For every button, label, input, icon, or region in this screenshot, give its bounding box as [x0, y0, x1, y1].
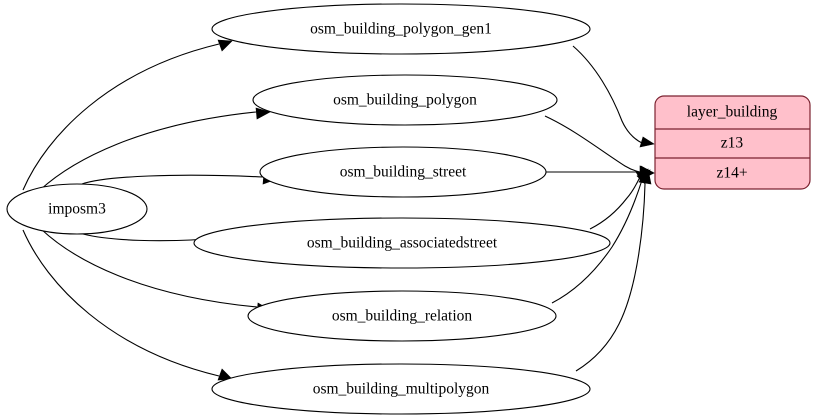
node-layer_building[interactable]: layer_building z13 z14+: [654, 95, 811, 190]
node-osm_building_relation[interactable]: osm_building_relation: [247, 290, 557, 342]
node-osm_building_street[interactable]: osm_building_street: [259, 146, 547, 198]
node-imposm3-label: imposm3: [48, 201, 106, 218]
node-osm_building_polygon-shape: [252, 74, 558, 126]
record-row-z13-label: z13: [721, 135, 744, 152]
node-osm_building_street-label: osm_building_street: [340, 164, 467, 181]
node-osm_building_polygon[interactable]: osm_building_polygon: [252, 74, 558, 126]
node-layer_building-box: [654, 95, 811, 190]
node-osm_building_polygon-label: osm_building_polygon: [333, 92, 477, 109]
node-osm_building_multipolygon-shape: [211, 363, 591, 415]
node-imposm3-shape: [6, 183, 148, 235]
edge-imposm3-to-osm_building_polygon_gen1: [22, 39, 233, 191]
edge-group-tables-to-layer: [544, 45, 655, 372]
edge-osm_building_multipolygon-to-layer_building-z14: [575, 168, 652, 372]
node-osm_building_polygon_gen1-shape: [211, 3, 591, 55]
node-osm_building_polygon_gen1-label: osm_building_polygon_gen1: [310, 21, 492, 38]
node-osm_building_polygon_gen1[interactable]: osm_building_polygon_gen1: [211, 3, 591, 55]
node-osm_building_associatedstreet[interactable]: osm_building_associatedstreet: [193, 217, 611, 269]
node-imposm3[interactable]: imposm3: [6, 183, 148, 235]
edge-osm_building_polygon_gen1-to-layer_building-z13: [572, 45, 655, 148]
edge-imposm3-to-osm_building_polygon: [39, 107, 271, 191]
node-osm_building_associatedstreet-shape: [193, 217, 611, 269]
node-osm_building_street-shape: [259, 146, 547, 198]
record-row-title-label: layer_building: [687, 104, 778, 121]
edge-imposm3-to-osm_building_street: [81, 172, 278, 185]
edge-osm_building_polygon-to-layer_building-z14: [544, 115, 655, 178]
edge-imposm3-to-osm_building_multipolygon: [22, 229, 233, 381]
node-osm_building_relation-label: osm_building_relation: [332, 308, 473, 325]
node-osm_building_associatedstreet-label: osm_building_associatedstreet: [307, 235, 498, 252]
node-osm_building_multipolygon[interactable]: osm_building_multipolygon: [211, 363, 591, 415]
node-osm_building_multipolygon-label: osm_building_multipolygon: [313, 381, 490, 398]
node-osm_building_relation-shape: [247, 290, 557, 342]
record-row-z14-label: z14+: [716, 165, 747, 182]
